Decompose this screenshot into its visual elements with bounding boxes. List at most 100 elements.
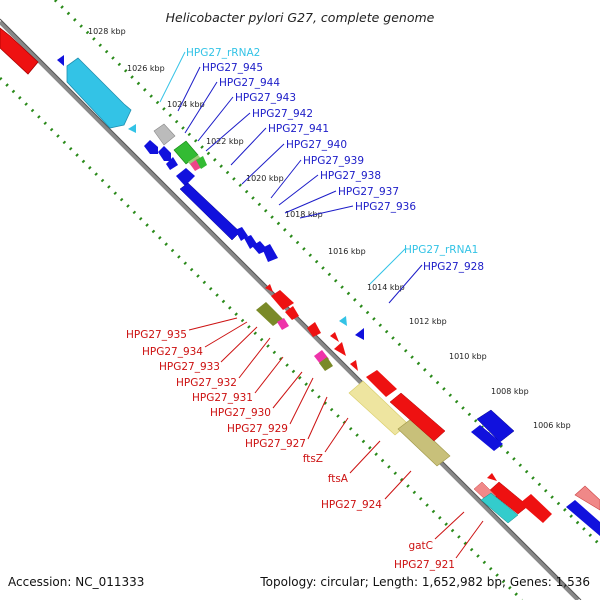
gene-feature-red[interactable] bbox=[366, 370, 397, 397]
leader-line bbox=[349, 440, 381, 474]
gene-feature-red[interactable] bbox=[330, 332, 339, 342]
leader-line bbox=[299, 205, 354, 219]
gene-942-feature[interactable] bbox=[190, 159, 202, 171]
gene-label[interactable]: HPG27_936 bbox=[355, 201, 416, 213]
scale-label: 1020 kbp bbox=[246, 174, 284, 183]
gene-label[interactable]: HPG27_932 bbox=[176, 377, 237, 389]
lower-features bbox=[256, 284, 552, 524]
gene-label[interactable]: HPG27_924 bbox=[321, 499, 382, 511]
gene-label[interactable]: ftsZ bbox=[303, 453, 323, 465]
gene-feature-blue[interactable] bbox=[158, 146, 171, 161]
map-title: Helicobacter pylori G27, complete genome bbox=[166, 10, 435, 25]
gene-label[interactable]: HPG27_933 bbox=[159, 361, 220, 373]
gene-label[interactable]: gatC bbox=[408, 540, 433, 552]
gene-924-feature[interactable] bbox=[389, 392, 446, 442]
gene-935-feature[interactable] bbox=[271, 290, 294, 310]
gene-label[interactable]: HPG27_935 bbox=[126, 329, 187, 341]
gene-label[interactable]: HPG27_931 bbox=[192, 392, 253, 404]
scale-label: 1018 kbp bbox=[285, 210, 323, 219]
leader-line bbox=[197, 96, 234, 142]
gene-label[interactable]: HPG27_943 bbox=[235, 92, 296, 104]
gene-feature-pink[interactable] bbox=[574, 485, 600, 511]
scale-labels: 1028 kbp 1026 kbp 1024 kbp 1022 kbp 1020… bbox=[88, 27, 571, 430]
rrna2-feature[interactable] bbox=[66, 57, 132, 129]
leader-line bbox=[434, 511, 465, 540]
leader-line bbox=[278, 174, 319, 206]
leader-line bbox=[289, 377, 314, 425]
scale-label: 1016 kbp bbox=[328, 247, 366, 256]
gene-932-feature[interactable] bbox=[307, 322, 321, 337]
top-leader-lines bbox=[159, 51, 423, 304]
gene-label[interactable]: ftsA bbox=[328, 473, 349, 485]
leader-line bbox=[159, 51, 186, 103]
scale-label: 1028 kbp bbox=[88, 27, 126, 36]
scale-label: 1010 kbp bbox=[449, 352, 487, 361]
gene-label[interactable]: HPG27_927 bbox=[245, 438, 306, 450]
gene-feature-red[interactable] bbox=[265, 284, 273, 292]
gene-feature-blue[interactable] bbox=[176, 168, 195, 186]
leader-line bbox=[238, 337, 271, 379]
gene-label[interactable]: HPG27_941 bbox=[268, 123, 329, 135]
scale-dotted-line-lower bbox=[0, 76, 524, 600]
gene-feature-blue[interactable] bbox=[235, 227, 248, 241]
scale-label: 1024 kbp bbox=[167, 100, 205, 109]
gene-label[interactable]: HPG27_928 bbox=[423, 261, 484, 273]
leader-line bbox=[254, 356, 284, 394]
gene-feature-blue[interactable] bbox=[262, 244, 278, 262]
gene-feature-red[interactable] bbox=[520, 494, 552, 523]
gene-927-feature[interactable] bbox=[319, 357, 333, 371]
gene-label[interactable]: HPG27_939 bbox=[303, 155, 364, 167]
gene-label[interactable]: HPG27_921 bbox=[394, 559, 455, 571]
gene-934-feature[interactable] bbox=[256, 302, 283, 326]
leader-line bbox=[455, 520, 484, 559]
gene-label[interactable]: HPG27_940 bbox=[286, 139, 347, 151]
leader-line bbox=[307, 396, 328, 440]
top-gene-labels: HPG27_rRNA2 HPG27_945 HPG27_944 HPG27_94… bbox=[186, 47, 484, 273]
scale-label: 1012 kbp bbox=[409, 317, 447, 326]
leader-line bbox=[220, 326, 258, 363]
gene-label[interactable]: HPG27_945 bbox=[202, 62, 263, 74]
gene-933-feature[interactable] bbox=[277, 318, 289, 330]
gene-feature-blue[interactable] bbox=[166, 157, 178, 170]
leader-line bbox=[204, 321, 248, 348]
gene-feature-blue-small[interactable] bbox=[57, 55, 64, 66]
scale-dotted-line-upper bbox=[53, 0, 600, 547]
upper-features bbox=[0, 27, 600, 536]
leader-line bbox=[270, 159, 302, 199]
leader-line bbox=[241, 143, 285, 185]
leader-line bbox=[272, 371, 303, 409]
gene-feature-blue[interactable] bbox=[471, 425, 503, 451]
gene-feature-red[interactable] bbox=[350, 360, 358, 371]
gene-feature-blue[interactable] bbox=[566, 500, 600, 536]
gene-921-feature[interactable] bbox=[480, 492, 519, 524]
rrna-small-marker[interactable] bbox=[128, 124, 136, 133]
scale-label: 1014 kbp bbox=[367, 283, 405, 292]
gene-label[interactable]: HPG27_942 bbox=[252, 108, 313, 120]
leader-line bbox=[324, 417, 349, 453]
gene-label[interactable]: HPG27_944 bbox=[219, 77, 280, 89]
gene-941-feature[interactable] bbox=[196, 156, 207, 169]
gene-945-feature[interactable] bbox=[153, 123, 176, 146]
gene-feature-red[interactable] bbox=[285, 306, 299, 320]
leader-line bbox=[230, 127, 267, 166]
gene-feature-blue[interactable] bbox=[144, 140, 158, 154]
gene-label[interactable]: HPG27_938 bbox=[320, 170, 381, 182]
gene-label[interactable]: HPG27_934 bbox=[142, 346, 203, 358]
gene-label[interactable]: HPG27_rRNA1 bbox=[404, 244, 478, 256]
gene-928-feature[interactable] bbox=[355, 328, 364, 340]
leader-line bbox=[177, 66, 201, 112]
ftsA-feature[interactable] bbox=[397, 418, 451, 467]
gene-label[interactable]: HPG27_rRNA2 bbox=[186, 47, 260, 59]
gene-feature-red[interactable] bbox=[487, 473, 497, 481]
scale-label: 1026 kbp bbox=[127, 64, 165, 73]
rrna1-feature[interactable] bbox=[339, 316, 347, 326]
scale-label: 1022 kbp bbox=[206, 137, 244, 146]
gene-feature-red[interactable] bbox=[0, 27, 39, 75]
leader-line bbox=[205, 112, 251, 152]
gene-label[interactable]: HPG27_930 bbox=[210, 407, 271, 419]
gene-label[interactable]: HPG27_929 bbox=[227, 423, 288, 435]
gene-930-feature[interactable] bbox=[334, 342, 346, 356]
gene-label[interactable]: HPG27_937 bbox=[338, 186, 399, 198]
gene-feature-blue[interactable] bbox=[476, 409, 515, 443]
